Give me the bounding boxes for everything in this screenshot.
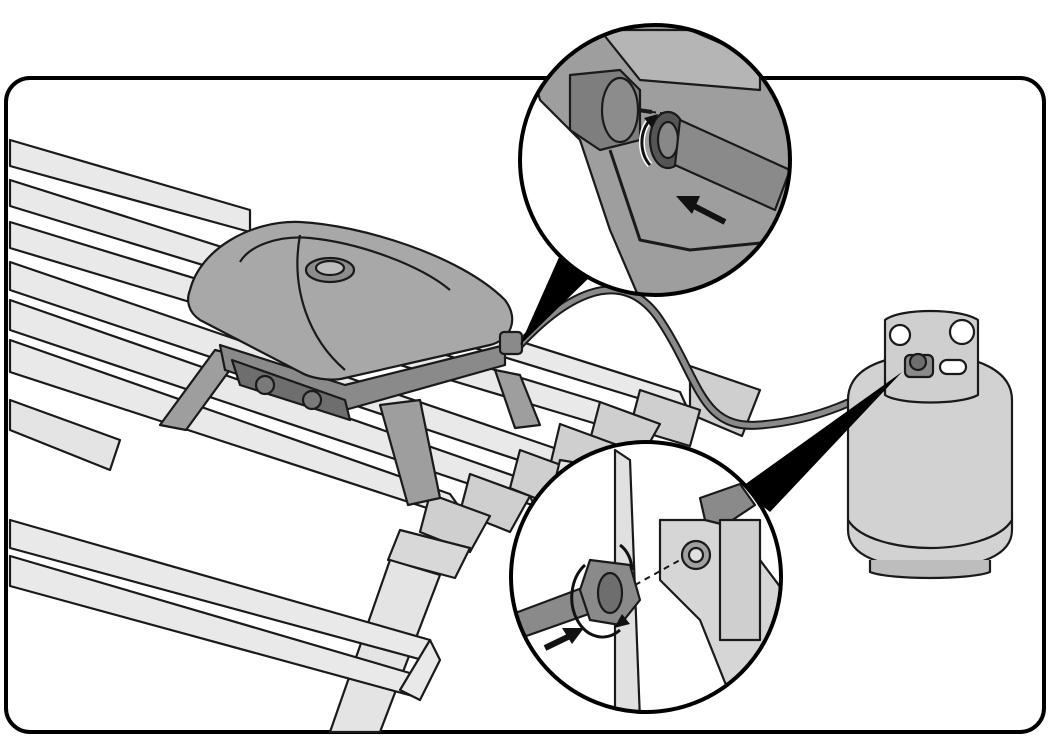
propane-tank [846,309,1014,580]
tank-valve-handle [698,482,757,527]
callout-wedge-bottom [740,372,902,512]
arrow-icon [543,628,584,651]
rotate-icon [570,563,621,639]
grill-leg-front [378,398,442,507]
grill-knob-left [254,374,276,396]
arrow-icon [676,196,727,225]
portable-grill [158,220,542,507]
callout-wedge-top [520,255,595,345]
illustration-frame [4,76,1046,734]
grill-leg-right [493,368,542,430]
detail-view-grill-connection [518,23,792,297]
table-support-beam [386,528,472,580]
grill-knob-right [301,389,323,411]
bench-seat [8,518,442,702]
tank-base-ring [868,560,992,580]
grill-lid [187,220,514,381]
grill-regulator-port [498,330,524,356]
hose-segment [673,118,790,212]
